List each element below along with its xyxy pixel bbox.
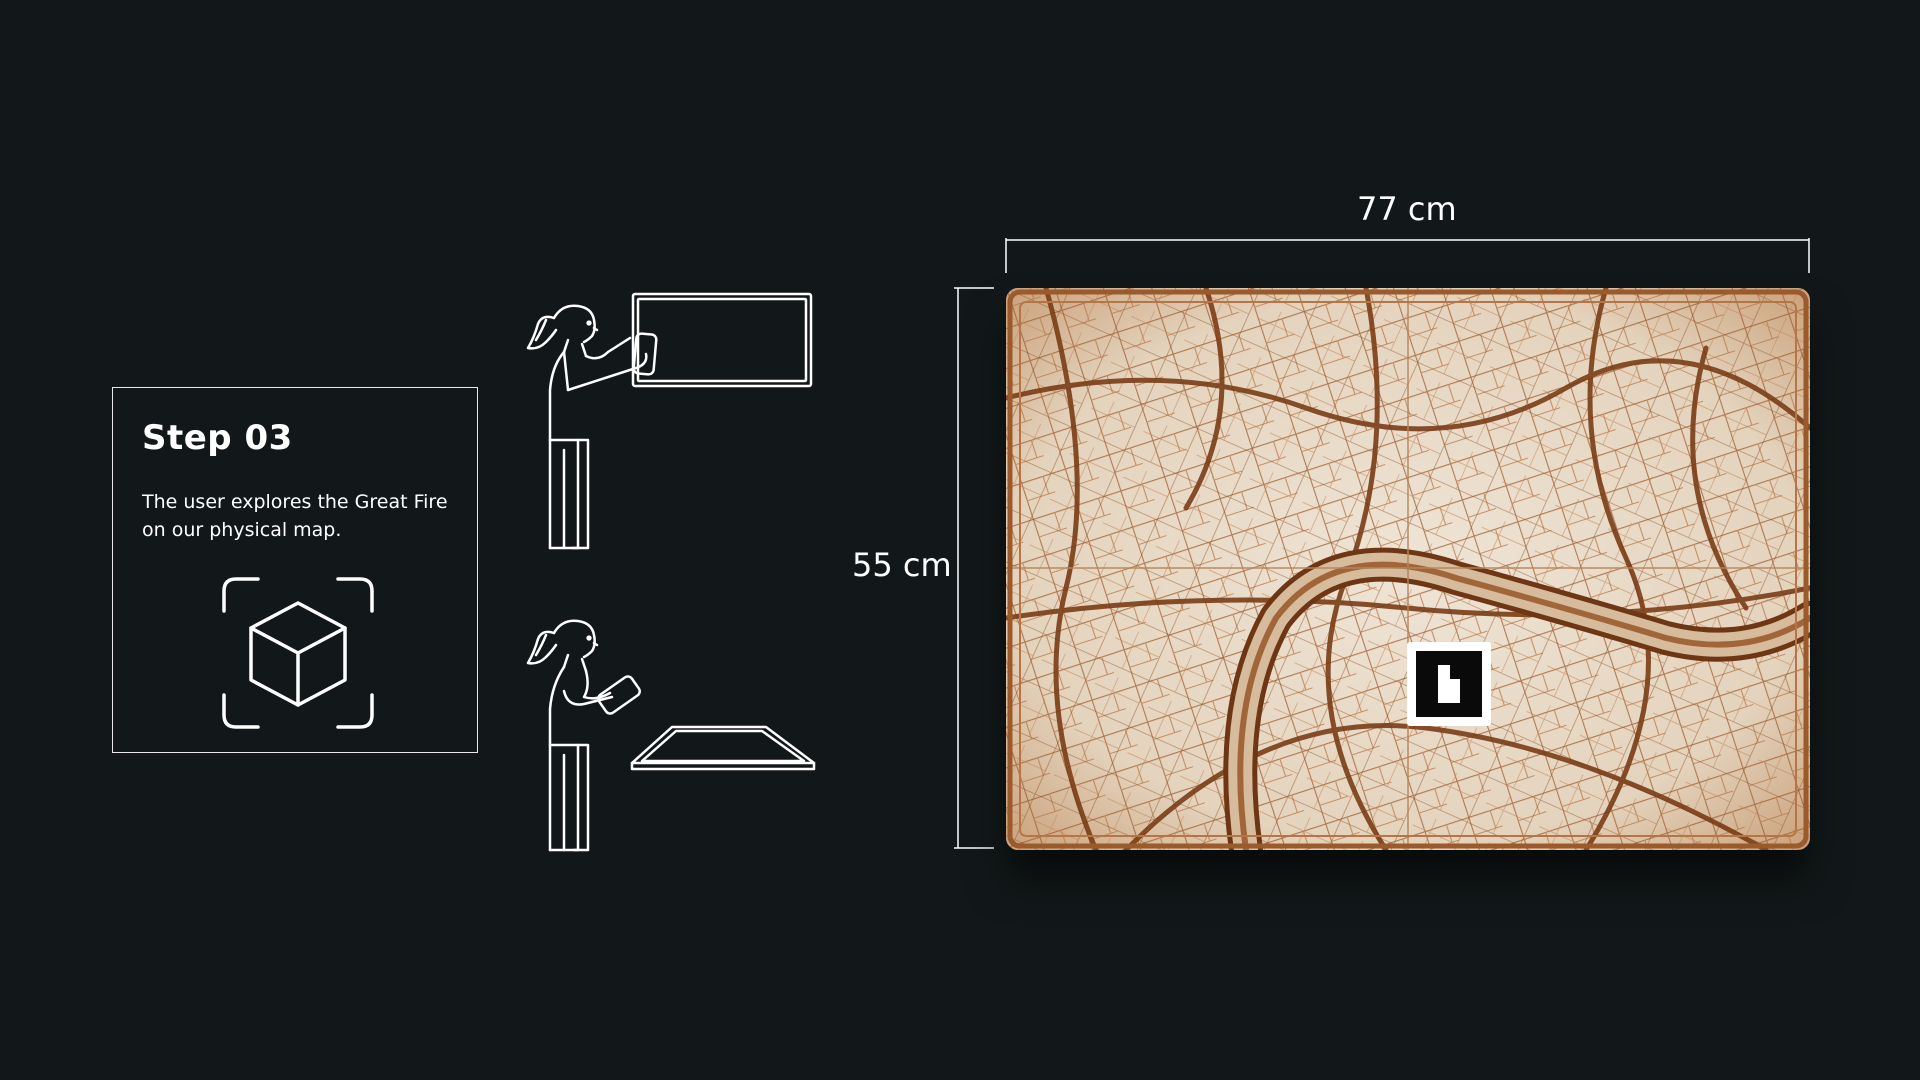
width-label: 77 cm: [1357, 190, 1457, 228]
step-card: Step 03 The user explores the Great Fire…: [112, 387, 478, 753]
person-scanning-wall-map-icon: [512, 290, 822, 555]
person-scanning-table-map-icon: [512, 605, 822, 855]
physical-map: [1006, 288, 1810, 850]
height-dimension-line: [950, 286, 1000, 851]
width-dimension-line: [1000, 228, 1815, 278]
step-description: The user explores the Great Fire on our …: [142, 491, 448, 541]
ar-marker-icon: [1407, 642, 1491, 726]
step-title: Step 03: [142, 418, 293, 458]
ar-cube-icon: [218, 573, 378, 733]
height-label: 55 cm: [852, 546, 952, 584]
